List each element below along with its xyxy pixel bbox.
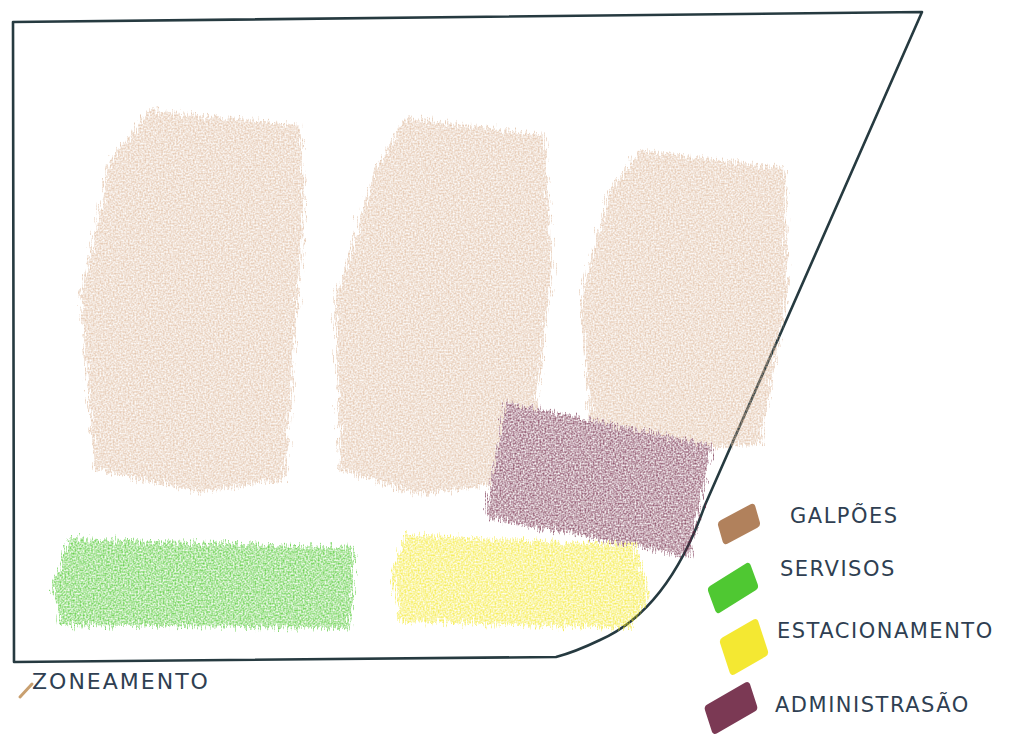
legend-text: GALPÕES <box>790 505 899 528</box>
legend-text: SERVISOS <box>780 558 896 581</box>
legend-swatch <box>704 680 759 735</box>
warehouse-zone <box>580 150 788 450</box>
legend-text: ESTACIONAMENTO <box>777 620 994 643</box>
legend-text: ADMINISTRASÃO <box>775 694 970 717</box>
parking-zone <box>392 535 650 628</box>
services-zone <box>52 538 355 628</box>
site-boundary <box>13 12 922 662</box>
pencil-mark <box>20 684 32 697</box>
drawing-title: ZONEAMENTO <box>32 670 210 694</box>
administration-zone <box>485 402 712 557</box>
legend-swatch <box>717 502 761 545</box>
warehouse-zone <box>80 110 305 492</box>
legend-swatch <box>719 618 769 677</box>
legend-swatch <box>707 561 759 614</box>
